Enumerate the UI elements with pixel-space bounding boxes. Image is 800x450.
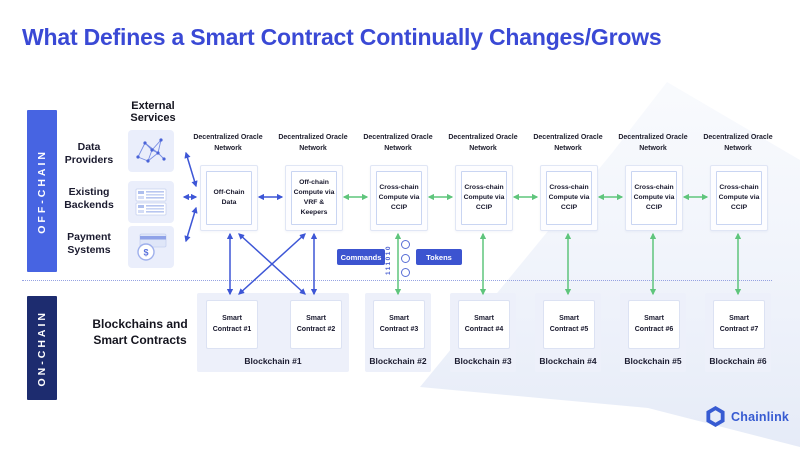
oracle-box-label: Cross-chain Compute via CCIP — [376, 171, 422, 225]
oracle-header-5: Decentralized Oracle Network — [533, 134, 603, 152]
token-dot-icon — [401, 240, 410, 249]
blockchain-label: Blockchain #4 — [539, 356, 597, 366]
blockchain-label: Blockchain #6 — [709, 356, 767, 366]
page-title: What Defines a Smart Contract Continuall… — [22, 24, 662, 50]
smart-contract-box: Smart Contract #1 — [206, 300, 258, 349]
blockchain-1-container: Smart Contract #1 Smart Contract #2 Bloc… — [197, 293, 349, 372]
offchain-band: OFF-CHAIN — [27, 110, 57, 272]
blockchain-3-container: Smart Contract #4 Blockchain #3 — [450, 293, 516, 372]
blockchain-5-container: Smart Contract #6 Blockchain #5 — [620, 293, 686, 372]
blockchain-2-container: Smart Contract #3 Blockchain #2 — [365, 293, 431, 372]
blockchain-label: Blockchain #5 — [624, 356, 682, 366]
external-services-heading: External Services — [130, 100, 176, 124]
server-stack-icon — [135, 188, 167, 216]
onchain-band: ON-CHAIN — [27, 296, 57, 400]
payment-dollar-icon: $ — [137, 233, 167, 261]
smart-contract-box: Smart Contract #5 — [543, 300, 595, 349]
oracle-box-ccip-5: Cross-chain Compute via CCIP — [710, 165, 768, 231]
commands-badge: Commands — [337, 249, 385, 265]
service-label-data-providers: Data Providers — [64, 141, 114, 167]
oracle-box-label: Off-chain Compute via VRF & Keepers — [291, 171, 337, 225]
chainlink-wordmark: Chainlink — [731, 409, 790, 424]
smart-contract-box: Smart Contract #6 — [628, 300, 680, 349]
token-dot-icon — [401, 254, 410, 263]
blockchain-label: Blockchain #3 — [454, 356, 512, 366]
service-tile-payment-systems: $ — [128, 226, 174, 268]
smart-contract-box: Smart Contract #3 — [373, 300, 425, 349]
blockchain-label: Blockchain #1 — [244, 356, 302, 366]
offchain-label: OFF-CHAIN — [36, 148, 48, 234]
service-label-existing-backends: Existing Backends — [64, 186, 114, 212]
blockchain-label: Blockchain #2 — [369, 356, 427, 366]
oracle-header-7: Decentralized Oracle Network — [703, 134, 773, 152]
oracle-header-3: Decentralized Oracle Network — [363, 134, 433, 152]
tokens-badge: Tokens — [416, 249, 462, 265]
onchain-label: ON-CHAIN — [36, 309, 48, 387]
binary-data-stream: 111010 — [385, 245, 392, 275]
chain-boundary-divider — [22, 280, 772, 281]
oracle-box-label: Cross-chain Compute via CCIP — [546, 171, 592, 225]
service-tile-existing-backends — [128, 181, 174, 223]
oracle-box-offchain-data: Off-Chain Data — [200, 165, 258, 231]
chainlink-logo: Chainlink — [706, 406, 789, 427]
smart-contract-box: Smart Contract #2 — [290, 300, 342, 349]
oracle-box-ccip-4: Cross-chain Compute via CCIP — [625, 165, 683, 231]
oracle-box-label: Off-Chain Data — [206, 171, 252, 225]
blockchain-6-container: Smart Contract #7 Blockchain #6 — [705, 293, 771, 372]
smart-contract-box: Smart Contract #7 — [713, 300, 765, 349]
network-map-icon — [136, 138, 166, 163]
oracle-box-label: Cross-chain Compute via CCIP — [461, 171, 507, 225]
oracle-header-6: Decentralized Oracle Network — [618, 134, 688, 152]
oracle-box-ccip-3: Cross-chain Compute via CCIP — [540, 165, 598, 231]
oracle-box-label: Cross-chain Compute via CCIP — [716, 171, 762, 225]
service-tile-data-providers — [128, 130, 174, 172]
oracle-box-label: Cross-chain Compute via CCIP — [631, 171, 677, 225]
chainlink-hexagon-icon — [706, 406, 725, 427]
token-dot-icon — [401, 268, 410, 277]
oracle-box-ccip-2: Cross-chain Compute via CCIP — [455, 165, 513, 231]
service-label-payment-systems: Payment Systems — [67, 231, 111, 257]
oracle-header-4: Decentralized Oracle Network — [448, 134, 518, 152]
smart-contract-box: Smart Contract #4 — [458, 300, 510, 349]
oracle-box-ccip-1: Cross-chain Compute via CCIP — [370, 165, 428, 231]
onchain-heading: Blockchains and Smart Contracts — [92, 317, 188, 347]
oracle-header-2: Decentralized Oracle Network — [278, 134, 348, 152]
oracle-header-1: Decentralized Oracle Network — [193, 134, 263, 152]
oracle-box-vrf-keepers: Off-chain Compute via VRF & Keepers — [285, 165, 343, 231]
blockchain-4-container: Smart Contract #5 Blockchain #4 — [535, 293, 601, 372]
svg-text:$: $ — [143, 248, 148, 258]
